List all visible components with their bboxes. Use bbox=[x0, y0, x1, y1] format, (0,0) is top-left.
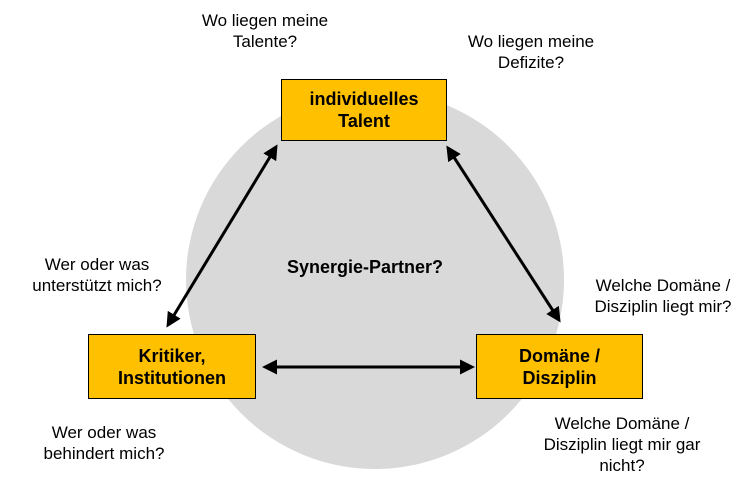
question-domain-fits: Welche Domäne / Disziplin liegt mir? bbox=[594, 276, 732, 316]
synergy-circle bbox=[186, 91, 564, 469]
question-hinders: Wer oder was behindert mich? bbox=[43, 423, 165, 463]
question-deficits: Wo liegen meine Defizite? bbox=[467, 32, 595, 72]
arrow-talent-critics bbox=[166, 144, 278, 328]
question-domain-not-fits: Welche Domäne / Disziplin liegt mir gar … bbox=[543, 414, 701, 475]
node-individual-talent: individuelles Talent bbox=[281, 79, 447, 141]
synergy-partner-label: Synergie-Partner? bbox=[286, 257, 444, 277]
question-supports: Wer oder was unterstützt mich? bbox=[32, 255, 162, 295]
node-domain-discipline: Domäne / Disziplin bbox=[476, 334, 643, 399]
node-critics-institutions: Kritiker, Institutionen bbox=[88, 334, 256, 399]
arrow-talent-domain bbox=[446, 145, 561, 323]
question-talents: Wo liegen meine Talente? bbox=[201, 11, 329, 51]
